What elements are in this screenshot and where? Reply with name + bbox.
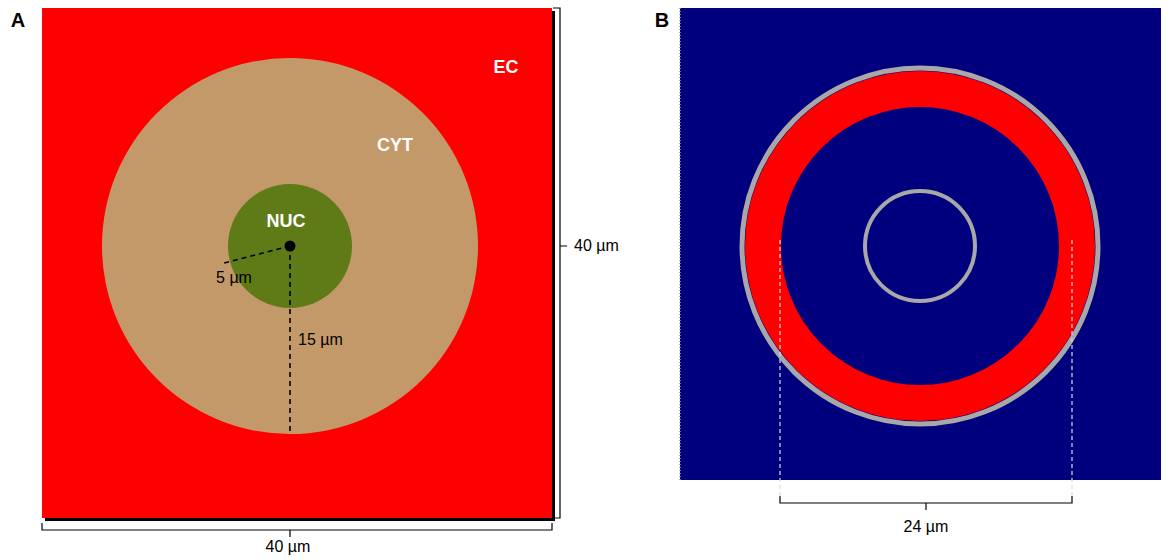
dimension-label: 40 µm (266, 538, 311, 556)
region-label: NUC (267, 212, 306, 232)
background-square (680, 8, 1161, 480)
radius-line (224, 246, 290, 263)
red-ring (763, 89, 1077, 403)
center-dot (285, 241, 296, 252)
panel-a-marks (42, 8, 567, 537)
radius-line (289, 246, 291, 432)
nucleus-circle: NUC (228, 184, 352, 308)
dimension-label: 24 µm (904, 518, 949, 536)
dimension-label: 5 µm (216, 269, 252, 287)
dimension-bracket (553, 8, 567, 518)
membrane-outline (742, 68, 1098, 424)
region-label: EC (493, 58, 518, 78)
nucleus-outline (865, 191, 975, 301)
panel-b (680, 8, 1161, 510)
panel-letter: A (11, 9, 25, 32)
extracellular-region: NUC CYT EC (42, 8, 552, 518)
guide-line (1071, 240, 1072, 496)
dotted-edge (679, 8, 681, 480)
dimension-bracket (780, 496, 1072, 510)
nucleus-circle-fill (228, 184, 352, 308)
cytoplasm-circle: NUC CYT (102, 58, 478, 434)
dimension-bracket (42, 523, 552, 537)
nucleus-circle-shape (228, 184, 352, 308)
cytoplasm-circle-fill (102, 58, 478, 434)
dimension-label: 40 µm (574, 237, 619, 255)
dimension-label: 15 µm (298, 331, 343, 349)
panel-letter: B (655, 9, 669, 32)
guide-line (779, 240, 780, 496)
region-label: CYT (377, 136, 413, 156)
